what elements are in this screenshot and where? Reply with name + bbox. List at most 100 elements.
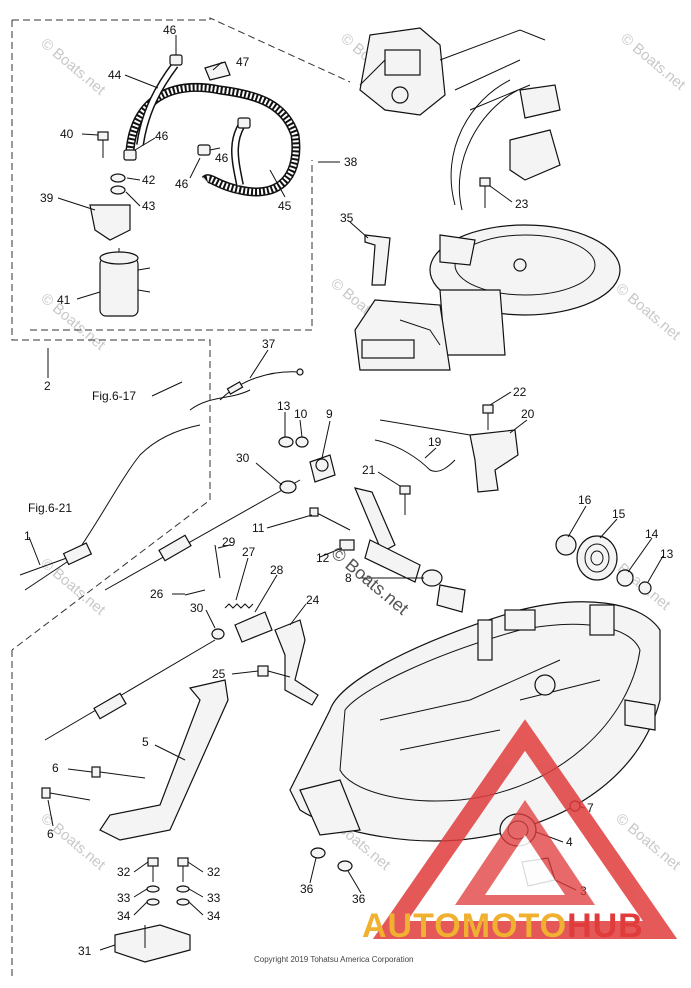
fuel-filter-41	[99, 257, 139, 317]
part-label: 22	[513, 385, 527, 399]
recoil-starter-housing	[439, 289, 506, 356]
bolt-21	[399, 485, 411, 495]
hose-clip-46	[123, 149, 137, 161]
part-label: 33	[117, 891, 131, 905]
sub-assembly-boundary	[11, 17, 351, 980]
washer	[421, 569, 443, 587]
wiring-harness	[19, 368, 304, 591]
part-label: 9	[326, 407, 333, 421]
part-label: 42	[142, 173, 156, 187]
bolt-25	[257, 665, 269, 677]
part-label: 1	[24, 529, 31, 543]
leader-lines	[28, 35, 664, 951]
washer-14	[616, 569, 634, 587]
washer-30	[279, 480, 297, 494]
watermark: © Boats.net	[612, 280, 684, 344]
part-label: 46	[155, 129, 169, 143]
part-label: 46	[163, 23, 177, 37]
part-label: 31	[78, 944, 92, 958]
part-label: 45	[278, 199, 292, 213]
throttle-linkage	[509, 129, 561, 181]
part-label: 13	[277, 399, 291, 413]
part-label: 21	[362, 463, 376, 477]
bolt-40	[97, 131, 109, 141]
throttle-cable	[104, 479, 301, 591]
pulley-assembly	[555, 534, 652, 595]
part-label: 14	[645, 527, 659, 541]
watermark: © Boats.net	[37, 290, 109, 354]
cotter-29	[214, 544, 221, 579]
fuel-filter-assembly	[89, 54, 301, 317]
nuts-36	[310, 847, 353, 872]
part-label: 33	[207, 891, 221, 905]
part-label: 26	[150, 587, 164, 601]
part-label: 41	[57, 293, 71, 307]
part-label: 16	[578, 493, 592, 507]
part-label: 5	[142, 735, 149, 749]
nut-36	[310, 847, 326, 859]
shift-shaft	[364, 539, 421, 583]
part-label: 8	[345, 571, 352, 585]
collar	[436, 584, 466, 613]
front-cover	[354, 299, 451, 371]
part-label: 40	[60, 127, 74, 141]
group-boundaries	[11, 17, 351, 980]
bolt-6	[99, 771, 146, 779]
figure-reference: Fig.6-17	[92, 389, 136, 403]
nut-13	[278, 436, 294, 448]
spring-27	[224, 603, 254, 609]
part-label: 46	[175, 177, 189, 191]
part-label: 23	[515, 197, 529, 211]
part-label: 39	[40, 191, 54, 205]
washer-34	[176, 898, 190, 906]
clamp-bracket-20	[469, 429, 519, 493]
shift-lever-assembly	[278, 436, 466, 613]
wire-19	[374, 439, 456, 472]
shift-lever-arm	[353, 487, 396, 553]
throttle-link-parts	[184, 544, 319, 706]
part-label: 32	[117, 865, 131, 879]
washer-43	[110, 185, 126, 195]
part-label: 27	[242, 545, 256, 559]
brand-logo	[372, 719, 678, 939]
part-label: 20	[521, 407, 535, 421]
brand-text: AUTOMOTOHUB	[362, 907, 644, 945]
part-label: 29	[222, 535, 236, 549]
part-label: 35	[340, 211, 354, 225]
part-label: 4	[566, 835, 573, 849]
part-label: 28	[270, 563, 284, 577]
part-label: 30	[190, 601, 204, 615]
figure-references: Fig.6-17 Fig.6-21	[28, 389, 136, 515]
fuel-assembly-boundary	[30, 160, 313, 331]
watermark: © Boats.net	[617, 30, 689, 94]
nut-13	[638, 581, 652, 595]
bracket-39	[89, 204, 131, 241]
washer-10	[295, 436, 309, 448]
part-label: 2	[44, 379, 51, 393]
link-28	[234, 611, 273, 643]
wire-37	[219, 371, 301, 401]
part-label: 30	[236, 451, 250, 465]
figure-reference: Fig.6-21	[28, 501, 72, 515]
part-label: 10	[294, 407, 308, 421]
nut-36	[337, 860, 353, 872]
part-label: 38	[344, 155, 358, 169]
part-label: 7	[587, 801, 594, 815]
washer-34	[146, 898, 160, 906]
pin-26	[184, 589, 206, 596]
part-label: 24	[306, 593, 320, 607]
part-label: 34	[117, 909, 131, 923]
seal-16	[555, 534, 577, 556]
bolt-22	[482, 404, 494, 414]
washer-30	[211, 628, 225, 640]
plate-31	[114, 924, 191, 963]
part-label: 47	[236, 55, 250, 69]
part-label: 11	[252, 521, 265, 535]
part-labels: 46 47 44 40 46 42 46 46 39 43 38 45 23 3…	[24, 23, 674, 958]
copyright-notice: Copyright 2019 Tohatsu America Corporati…	[254, 955, 414, 964]
clip-35	[364, 234, 391, 286]
control-cables	[44, 479, 301, 741]
part-label: 43	[142, 199, 156, 213]
bolt-11	[314, 511, 351, 531]
